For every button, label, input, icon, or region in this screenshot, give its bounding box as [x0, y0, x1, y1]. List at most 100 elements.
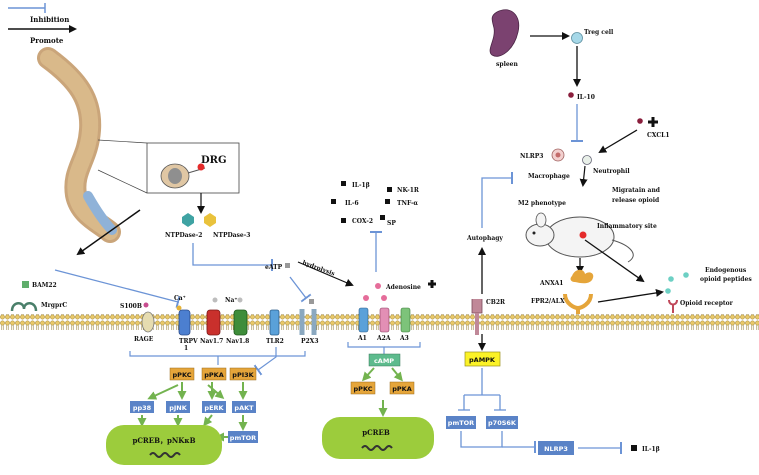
eatp-icon [285, 263, 290, 268]
p2x3-receptor [299, 309, 317, 335]
trpv1-label-a: TRPV [179, 338, 198, 345]
cxcl1-plus-icon [648, 117, 658, 127]
s100b-icon [143, 302, 149, 308]
cxcl1-label: CXCL1 [647, 132, 670, 139]
adenosine-icon-2 [363, 295, 369, 301]
endogenous-label-2: opioid peptides [700, 276, 752, 283]
na-ion-icon-2 [237, 297, 243, 303]
drg-inset-box [146, 142, 240, 194]
mid-dna-icon [361, 445, 393, 451]
na-ion-label: Na⁺ [225, 297, 238, 304]
ntpdase2-icon [182, 213, 194, 227]
opioid-receptor-label: Opioid receptor [680, 300, 734, 307]
left-pjnk-box [166, 401, 190, 413]
ntpdase3-label: NTPDase-3 [213, 232, 250, 239]
adenosine-plus-icon [428, 280, 436, 288]
opioid-receptor-icon [668, 299, 678, 306]
left-ppkc-label: pPKC [173, 371, 192, 379]
left-ppi3k-box [229, 367, 257, 381]
opioid-peptide-icon-3 [665, 288, 671, 294]
migrate-label-2: release opioid [612, 197, 660, 204]
tlr2-label: TLR2 [266, 338, 284, 345]
anxa1-label: ANXA1 [539, 280, 563, 287]
autophagy-label: Autophagy [466, 235, 503, 242]
il10-label: IL-10 [577, 94, 595, 101]
a1-receptor [358, 307, 369, 333]
mid-nucleus [322, 417, 434, 459]
ntpdase-inhibits-eatp [192, 243, 273, 271]
cb2r-label: CB2R [486, 299, 506, 306]
mid-il6-label: IL-6 [345, 200, 359, 207]
bam22-icon [22, 281, 29, 288]
legend: Inhibition Promote [8, 3, 77, 45]
cxcl1-icon [637, 118, 643, 124]
a3-label: A3 [399, 335, 409, 342]
left-ppkc-box [169, 367, 195, 381]
na-ion-icon-1 [212, 297, 218, 303]
ca-ion-icon [176, 305, 182, 311]
mid-ppkc-box [350, 381, 376, 395]
nav17-label: Nav1.7 [200, 338, 223, 345]
mid-ppkc-label: pPKC [354, 385, 373, 393]
promote-legend-label: Promote [30, 36, 64, 45]
a3-receptor [400, 307, 411, 333]
atp-molecule-icon [309, 299, 314, 304]
bam22-inhibition [54, 269, 181, 309]
left-ppka-box [201, 367, 227, 381]
mouse-illustration [525, 212, 634, 263]
nlrp3-box-label: NLRP3 [544, 445, 568, 453]
inhibition-legend-label: Inhibition [30, 15, 69, 24]
drg-label: DRG [201, 155, 227, 166]
rage-label: RAGE [134, 336, 154, 343]
left-ppi3k-label: pPI3K [232, 371, 254, 379]
eatp-label: eATP [265, 264, 283, 271]
rage-receptor [141, 311, 155, 333]
mid-ppka-label: pPKA [392, 385, 411, 393]
left-pmtor-label: pmTOR [230, 434, 256, 442]
neutrophil-label: Neutrophil [593, 168, 630, 175]
opioid-peptide-icon-2 [683, 272, 689, 278]
adenosine-icon-3 [381, 295, 387, 301]
adenosine-label: Adenosine [385, 284, 421, 291]
il10-icon [568, 92, 574, 98]
a2a-receptor [379, 307, 390, 333]
spleen-label: spleen [496, 61, 518, 68]
treg-label: Treg cell [584, 29, 614, 36]
tlr2-receptor [269, 309, 280, 336]
ntpdase3-icon [204, 213, 216, 227]
left-nucleus-label: pCREB，pNKκB [132, 436, 195, 445]
neutrophil-icon [582, 155, 592, 165]
cb2r-receptor [471, 299, 483, 314]
a1-label: A1 [357, 335, 367, 342]
left-perk-box [202, 401, 226, 413]
left-pakt-box [232, 401, 256, 413]
left-ppka-label: pPKA [204, 371, 223, 379]
cell-membrane [0, 314, 759, 330]
treg-cell-icon [571, 32, 583, 44]
migrate-label-1: Migratain and [612, 187, 661, 194]
inflammatory-site-marker [579, 231, 587, 239]
left-pjnk-label: pJNK [169, 404, 188, 412]
nav18-label: Nav1.8 [226, 338, 249, 345]
opioid-peptide-icon-1 [668, 276, 674, 282]
spine-illustration [37, 47, 121, 243]
left-pmtor-box [228, 431, 258, 443]
hydrolysis-label: hydrolysis [301, 259, 336, 277]
fpr2-label: FPR2/ALX [531, 298, 565, 305]
mid-nucleus-label: pCREB [362, 428, 390, 437]
mid-cox2-label: COX-2 [352, 218, 373, 225]
spleen-icon [489, 9, 520, 57]
mid-sp-label: SP [387, 220, 396, 227]
right-pmtor-box [446, 416, 476, 429]
bam22-label: BAM22 [32, 282, 57, 289]
camp-box [368, 353, 401, 367]
endogenous-label-1: Endogenous [705, 267, 747, 274]
fpr2-receptor-icon [563, 293, 593, 311]
mid-tnfa-label: TNF-α [397, 200, 418, 207]
p2x3-label: P2X3 [301, 338, 319, 345]
pampk-label: pAMPK [469, 356, 496, 364]
left-signaling: pPKC pPKA pPI3K pp38 pJNK pERK pAKT pmTO… [106, 367, 258, 465]
adenosine-icon-1 [375, 283, 381, 289]
